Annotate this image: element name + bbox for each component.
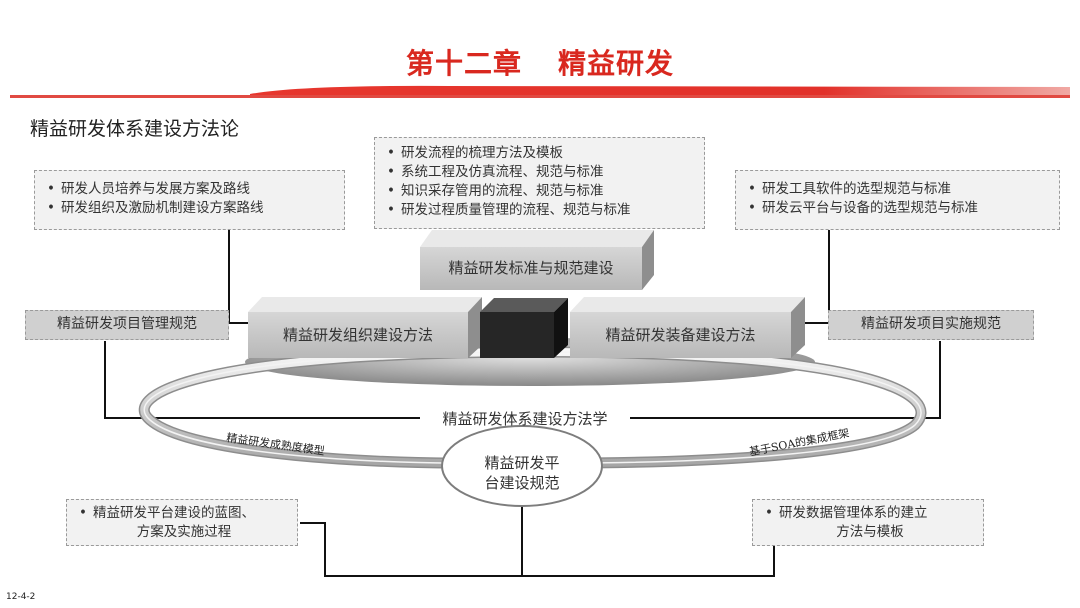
box-platform-blueprint: • 精益研发平台建设的蓝图、 方案及实施过程	[66, 499, 298, 546]
label-project-implementation: 精益研发项目实施规范	[828, 310, 1034, 340]
standards-block-label: 精益研发标准与规范建设	[420, 257, 642, 278]
core-cube	[480, 298, 568, 358]
list-item-continuation: 方法与模板	[763, 523, 977, 542]
list-item: 研发过程质量管理的流程、规范与标准	[385, 201, 704, 220]
label-project-management: 精益研发项目管理规范	[25, 310, 229, 340]
list-item: 精益研发平台建设的蓝图、	[93, 505, 255, 521]
list-item: 知识采存管用的流程、规范与标准	[385, 182, 704, 201]
equip-block-label: 精益研发装备建设方法	[570, 324, 791, 345]
box-data-management: • 研发数据管理体系的建立 方法与模板	[752, 499, 984, 546]
list-item: 研发组织及激励机制建设方案路线	[45, 199, 344, 218]
box-process-standards: 研发流程的梳理方法及模板 系统工程及仿真流程、规范与标准 知识采存管用的流程、规…	[374, 137, 705, 229]
connector-top-left	[229, 230, 248, 323]
platform-label-line1: 精益研发平	[442, 453, 602, 473]
box-tools-cloud: 研发工具软件的选型规范与标准 研发云平台与设备的选型规范与标准	[735, 170, 1060, 230]
box-personnel-org: 研发人员培养与发展方案及路线 研发组织及激励机制建设方案路线	[34, 170, 345, 230]
methodology-label: 精益研发体系建设方法学	[420, 408, 630, 429]
list-item: 研发流程的梳理方法及模板	[385, 144, 704, 163]
platform-label-line2: 台建设规范	[442, 473, 602, 493]
list-item: 研发数据管理体系的建立	[779, 505, 928, 521]
list-item: 研发云平台与设备的选型规范与标准	[746, 199, 1059, 218]
list-item: 系统工程及仿真流程、规范与标准	[385, 163, 704, 182]
list-item: 研发工具软件的选型规范与标准	[746, 180, 1059, 199]
connector-top-right	[805, 230, 829, 323]
list-item: 研发人员培养与发展方案及路线	[45, 180, 344, 199]
list-item-continuation: 方案及实施过程	[77, 523, 291, 542]
org-block-label: 精益研发组织建设方法	[248, 324, 468, 345]
connector-bottom	[300, 523, 774, 576]
platform-label: 精益研发平 台建设规范	[442, 453, 602, 493]
slide-number: 12-4-2	[6, 592, 35, 602]
